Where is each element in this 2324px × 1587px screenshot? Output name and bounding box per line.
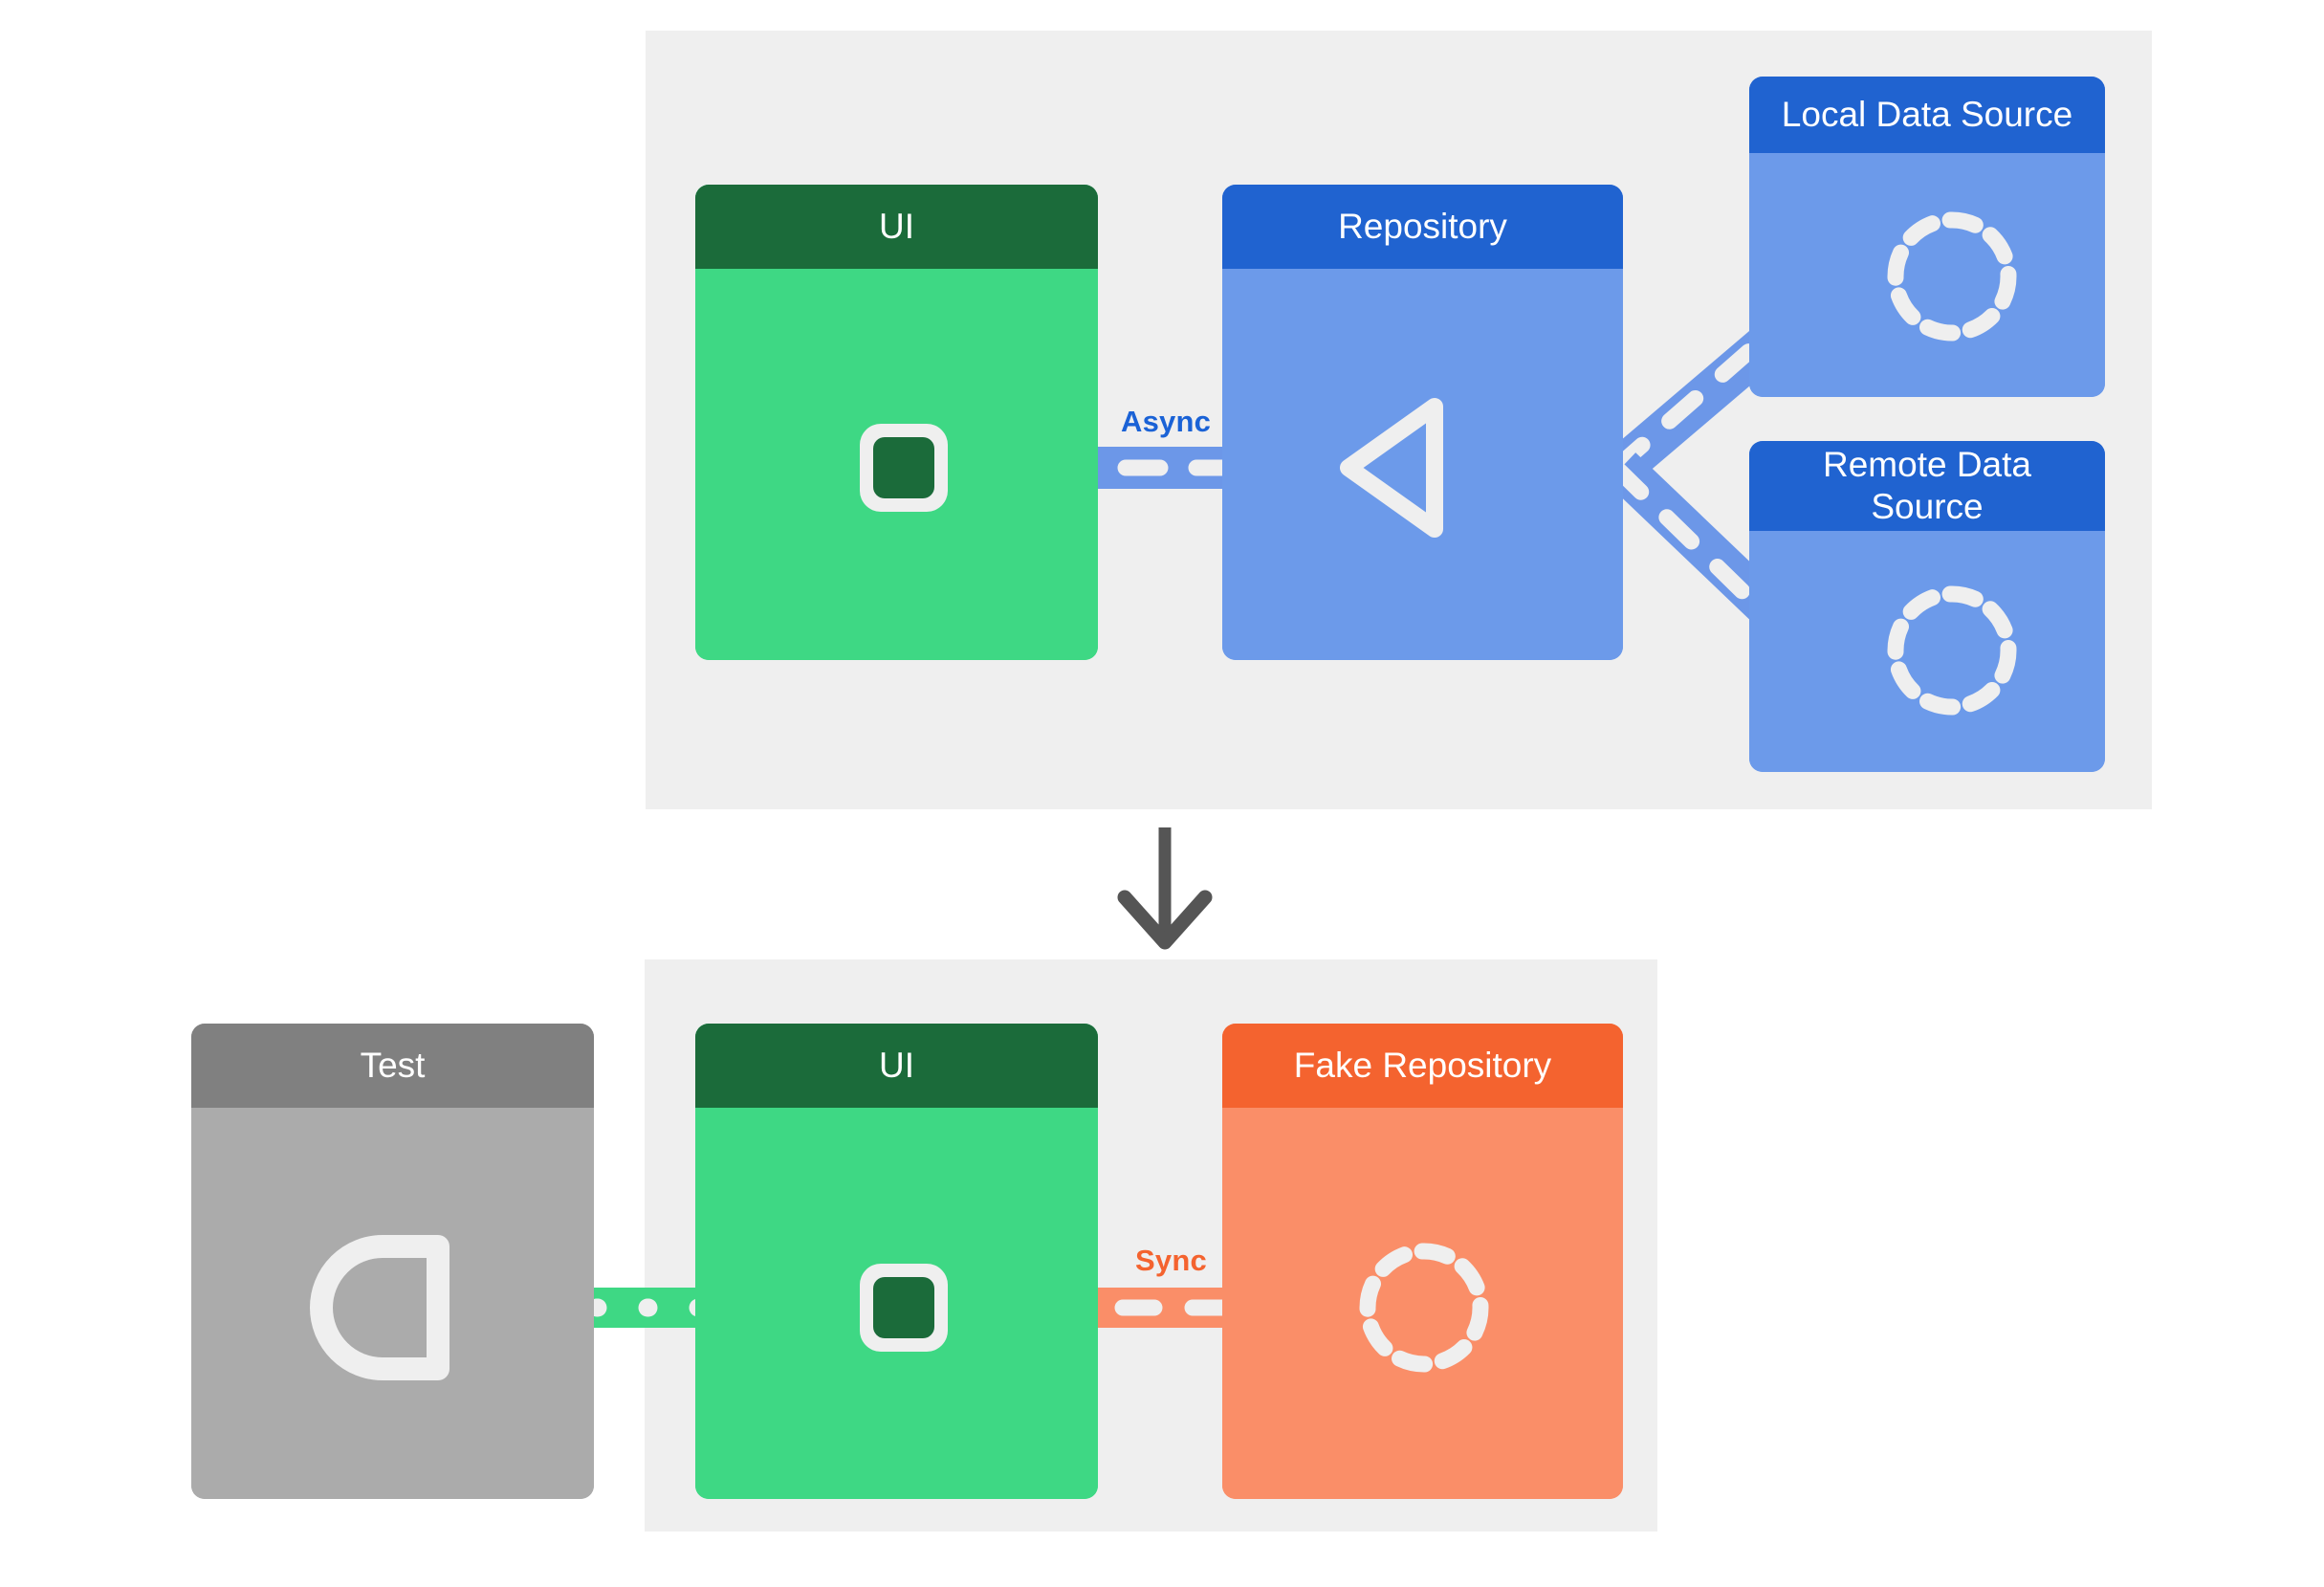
card-local-data-source-title: Local Data Source <box>1749 77 2105 153</box>
card-fake-repository-body <box>1222 1108 1623 1499</box>
card-local-data-source[interactable]: Local Data Source <box>1749 77 2105 397</box>
card-fake-repository-title: Fake Repository <box>1222 1024 1623 1108</box>
card-repository-title: Repository <box>1222 185 1623 269</box>
card-test-title: Test <box>191 1024 594 1108</box>
card-repository[interactable]: Repository <box>1222 185 1623 660</box>
card-local-data-source-body <box>1749 153 2105 397</box>
card-ui-test-title: UI <box>695 1024 1098 1108</box>
card-remote-data-source[interactable]: Remote Data Source <box>1749 441 2105 772</box>
card-remote-data-source-body <box>1749 531 2105 772</box>
edge-label-async: Async <box>1121 405 1212 438</box>
card-fake-repository[interactable]: Fake Repository <box>1222 1024 1623 1499</box>
edge-label-sync: Sync <box>1135 1244 1207 1277</box>
downward-flow-arrow <box>1117 827 1213 950</box>
card-ui-body <box>695 269 1098 660</box>
card-test[interactable]: Test <box>191 1024 594 1499</box>
card-ui-test-body <box>695 1108 1098 1499</box>
card-ui-title: UI <box>695 185 1098 269</box>
card-remote-data-source-title: Remote Data Source <box>1749 441 2105 531</box>
card-test-body <box>191 1108 594 1499</box>
card-repository-body <box>1222 269 1623 660</box>
card-ui[interactable]: UI <box>695 185 1098 660</box>
card-ui-test[interactable]: UI <box>695 1024 1098 1499</box>
